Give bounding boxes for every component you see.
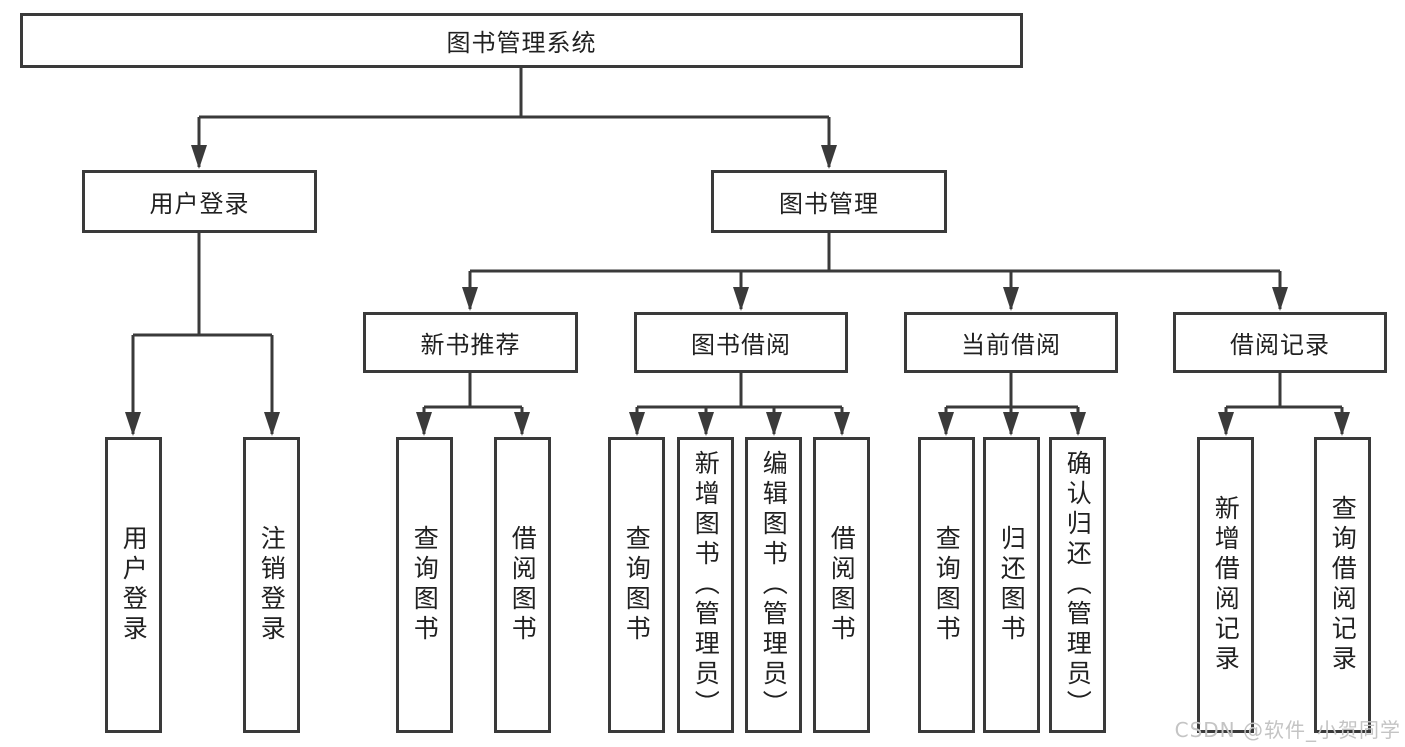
leaf-label: 确认归还（管理员）: [1063, 450, 1093, 720]
leaf-logout: 注销登录: [243, 437, 300, 733]
node-new-book-recommend: 新书推荐: [363, 312, 578, 373]
leaf-add-books-admin: 新增图书（管理员）: [677, 437, 734, 733]
node-library-management-system: 图书管理系统: [20, 13, 1023, 68]
node-borrow-records: 借阅记录: [1173, 312, 1387, 373]
node-label: 当前借阅: [961, 331, 1061, 359]
leaf-label: 编辑图书（管理员）: [759, 450, 789, 720]
connector-root-to-level2: [191, 68, 837, 169]
connector-borrow-records-to-leaves: [1218, 373, 1350, 436]
node-label: 用户登录: [149, 190, 250, 218]
leaf-add-borrow-record: 新增借阅记录: [1197, 437, 1254, 733]
leaf-label: 查询图书: [932, 525, 962, 645]
leaf-confirm-return-admin: 确认归还（管理员）: [1049, 437, 1106, 733]
node-user-login: 用户登录: [82, 170, 317, 233]
leaf-query-books-current: 查询图书: [918, 437, 975, 733]
leaf-label: 注销登录: [257, 525, 287, 645]
leaf-label: 借阅图书: [827, 525, 857, 645]
leaf-label: 新增图书（管理员）: [691, 450, 721, 720]
connector-user-login-to-leaves: [125, 233, 280, 436]
leaf-query-books-recommend: 查询图书: [396, 437, 453, 733]
node-book-borrow: 图书借阅: [634, 312, 848, 373]
leaf-label: 归还图书: [997, 525, 1027, 645]
leaf-borrow-books: 借阅图书: [813, 437, 870, 733]
leaf-label: 查询借阅记录: [1328, 495, 1358, 675]
leaf-borrow-books-recommend: 借阅图书: [494, 437, 551, 733]
leaf-label: 新增借阅记录: [1211, 495, 1241, 675]
node-label: 新书推荐: [420, 331, 521, 359]
node-current-borrow: 当前借阅: [904, 312, 1118, 373]
connector-book-management-to-level3: [462, 233, 1288, 311]
connector-book-borrow-to-leaves: [629, 373, 850, 436]
leaf-label: 查询图书: [622, 525, 652, 645]
leaf-label: 用户登录: [119, 525, 149, 645]
node-label: 图书管理系统: [446, 29, 597, 57]
connector-new-book-recommend-to-leaves: [416, 373, 530, 436]
node-book-management: 图书管理: [711, 170, 947, 233]
leaf-return-books: 归还图书: [983, 437, 1040, 733]
node-label: 借阅记录: [1230, 331, 1330, 359]
connector-current-borrow-to-leaves: [938, 373, 1086, 436]
node-label: 图书借阅: [691, 331, 791, 359]
leaf-user-login: 用户登录: [105, 437, 162, 733]
leaf-query-borrow-record: 查询借阅记录: [1314, 437, 1371, 733]
leaf-label: 借阅图书: [508, 525, 538, 645]
leaf-label: 查询图书: [410, 525, 440, 645]
csdn-watermark: CSDN @软件_小贺同学: [1174, 718, 1401, 742]
leaf-edit-books-admin: 编辑图书（管理员）: [745, 437, 802, 733]
node-label: 图书管理: [779, 190, 879, 218]
leaf-query-books-borrow: 查询图书: [608, 437, 665, 733]
